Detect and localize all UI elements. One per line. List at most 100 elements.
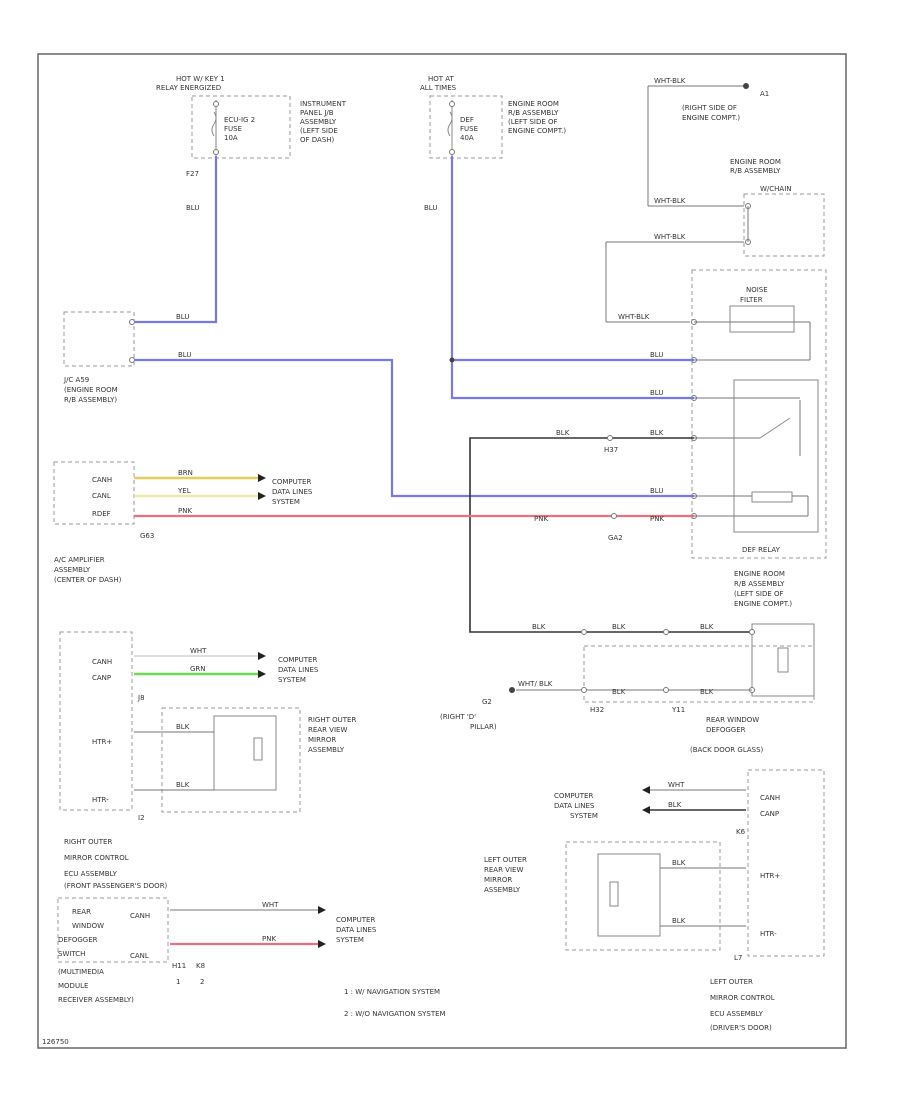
svg-text:PILLAR): PILLAR) — [470, 723, 497, 731]
svg-text:ALL TIMES: ALL TIMES — [420, 84, 457, 92]
svg-text:WHT: WHT — [190, 647, 207, 655]
svg-text:RIGHT OUTER: RIGHT OUTER — [308, 716, 356, 724]
svg-text:ENGINE ROOM: ENGINE ROOM — [508, 100, 559, 108]
svg-text:CANH: CANH — [92, 476, 112, 484]
svg-text:W/CHAIN: W/CHAIN — [760, 185, 792, 193]
svg-text:BLU: BLU — [176, 313, 189, 321]
left-mirror-heater-icon — [597, 853, 661, 937]
rear-window-defogger: REAR WINDOW DEFOGGER (BACK DOOR GLASS) — [583, 623, 815, 754]
svg-text:RECEIVER ASSEMBLY): RECEIVER ASSEMBLY) — [58, 996, 134, 1004]
svg-text:HTR-: HTR- — [760, 930, 777, 938]
multimedia-receiver: REAR WINDOW DEFOGGER SWITCH (MULTIMEDIA … — [57, 897, 205, 1004]
svg-text:ECU-IG 2: ECU-IG 2 — [224, 116, 255, 124]
svg-text:ASSEMBLY: ASSEMBLY — [484, 886, 521, 894]
svg-text:GRN: GRN — [190, 665, 206, 673]
svg-text:DEF: DEF — [460, 116, 474, 124]
svg-text:CANH: CANH — [92, 658, 112, 666]
svg-text:A1: A1 — [760, 90, 769, 98]
svg-text:DATA LINES: DATA LINES — [278, 666, 319, 674]
svg-text:CANH: CANH — [760, 794, 780, 802]
ground-a1-area: WHT-BLK A1 (RIGHT SIDE OF ENGINE COMPT.)… — [605, 77, 825, 323]
relay-icon — [733, 379, 819, 533]
svg-text:BLK: BLK — [176, 781, 190, 789]
hot-key-label: HOT W/ KEY 1 — [176, 75, 225, 83]
connector-y11: Y11 — [671, 706, 685, 714]
ac-amplifier: CANH CANL RDEF G63 A/C AMPLIFIER ASSEMBL… — [53, 461, 154, 584]
right-mirror-box — [161, 707, 301, 813]
svg-text:REAR VIEW: REAR VIEW — [484, 866, 523, 874]
svg-text:HOT AT: HOT AT — [428, 75, 455, 83]
svg-text:FUSE: FUSE — [224, 125, 242, 133]
wire-blu-jc — [134, 358, 694, 498]
svg-text:LEFT OUTER: LEFT OUTER — [484, 856, 527, 864]
svg-text:L7: L7 — [734, 954, 742, 962]
svg-text:DEFOGGER: DEFOGGER — [706, 726, 746, 734]
svg-text:(LEFT SIDE OF: (LEFT SIDE OF — [734, 590, 784, 598]
svg-text:HTR-: HTR- — [92, 796, 109, 804]
svg-text:(DRIVER'S DOOR): (DRIVER'S DOOR) — [710, 1024, 772, 1032]
svg-text:REAR: REAR — [72, 908, 91, 916]
svg-text:SYSTEM: SYSTEM — [272, 498, 300, 506]
left-mirror-ecu: CANH CANP K6 HTR+ HTR- L7 LEFT OUTER MIR… — [710, 769, 825, 1032]
svg-text:BLU: BLU — [178, 351, 191, 359]
svg-text:40A: 40A — [460, 134, 474, 142]
svg-text:R/B ASSEMBLY: R/B ASSEMBLY — [734, 580, 785, 588]
svg-text:MIRROR: MIRROR — [308, 736, 336, 744]
svg-text:COMPUTER: COMPUTER — [272, 478, 311, 486]
svg-text:WHT: WHT — [668, 781, 685, 789]
svg-text:WHT-BLK: WHT-BLK — [654, 197, 686, 205]
connector-h37: H37 — [604, 446, 618, 454]
svg-text:J/C A59: J/C A59 — [63, 376, 89, 384]
svg-text:MIRROR CONTROL: MIRROR CONTROL — [64, 854, 129, 862]
ground-a1-icon — [743, 83, 749, 89]
svg-text:(LEFT SIDE OF: (LEFT SIDE OF — [508, 118, 558, 126]
svg-text:G2: G2 — [482, 698, 492, 706]
multimedia-box — [57, 897, 169, 963]
svg-text:(CENTER OF DASH): (CENTER OF DASH) — [54, 576, 122, 584]
svg-text:DATA LINES: DATA LINES — [272, 488, 313, 496]
svg-text:SYSTEM: SYSTEM — [278, 676, 306, 684]
connector-h32: H32 — [590, 706, 604, 714]
left-mirror-ecu-box — [747, 769, 825, 957]
svg-text:H11: H11 — [172, 962, 186, 970]
jc-a59-box — [63, 311, 135, 367]
svg-text:BLK: BLK — [668, 801, 682, 809]
svg-text:R/B ASSEMBLY): R/B ASSEMBLY) — [64, 396, 117, 404]
svg-text:FILTER: FILTER — [740, 296, 763, 304]
left-mirror-box — [565, 841, 721, 951]
svg-text:K6: K6 — [736, 828, 746, 836]
svg-text:J8: J8 — [137, 694, 145, 702]
svg-text:ECU ASSEMBLY: ECU ASSEMBLY — [710, 1010, 764, 1018]
svg-text:DATA LINES: DATA LINES — [336, 926, 377, 934]
ac-amplifier-box — [53, 461, 135, 525]
defogger-icon — [751, 623, 815, 697]
svg-text:PNK: PNK — [650, 515, 664, 523]
wire-blk-relay — [469, 437, 752, 633]
svg-text:WHT: WHT — [262, 901, 279, 909]
svg-text:BLU: BLU — [424, 204, 437, 212]
svg-text:DATA LINES: DATA LINES — [554, 802, 595, 810]
engine-room-wchain-box — [743, 193, 825, 257]
svg-text:WHT-BLK: WHT-BLK — [654, 77, 686, 85]
svg-text:HTR+: HTR+ — [760, 872, 780, 880]
svg-text:K8: K8 — [196, 962, 205, 970]
svg-text:PNK: PNK — [534, 515, 548, 523]
svg-text:COMPUTER: COMPUTER — [336, 916, 375, 924]
svg-text:HTR+: HTR+ — [92, 738, 112, 746]
svg-text:CANP: CANP — [92, 674, 111, 682]
ground-g2-icon — [509, 687, 515, 693]
fuse-symbol — [211, 111, 217, 137]
svg-text:REAR VIEW: REAR VIEW — [308, 726, 347, 734]
wire-blu-f27 — [134, 156, 218, 324]
right-mirror-heater-icon — [213, 715, 277, 791]
note-1: 1 : W/ NAVIGATION SYSTEM — [344, 988, 440, 996]
svg-text:BLK: BLK — [700, 688, 714, 696]
svg-text:LEFT OUTER: LEFT OUTER — [710, 978, 753, 986]
svg-text:(LEFT SIDE: (LEFT SIDE — [300, 127, 338, 135]
hot-key-source: HOT W/ KEY 1 RELAY ENERGIZED ECU-IG 2 FU… — [156, 75, 347, 212]
svg-text:MIRROR: MIRROR — [484, 876, 512, 884]
svg-text:INSTRUMENT: INSTRUMENT — [300, 100, 347, 108]
svg-text:WINDOW: WINDOW — [72, 922, 104, 930]
def-fuse-symbol — [447, 111, 453, 137]
svg-text:YEL: YEL — [177, 487, 191, 495]
